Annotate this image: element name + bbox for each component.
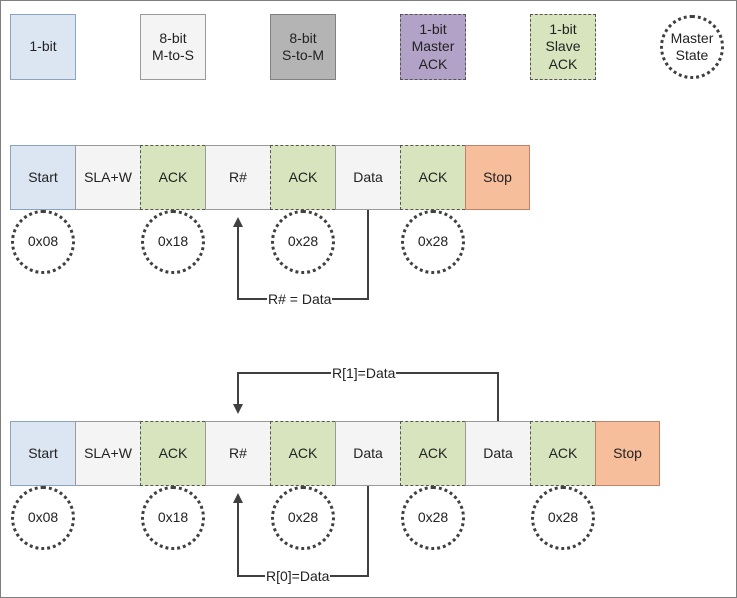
- seq1-stop: Stop: [465, 145, 530, 210]
- seq2-state-1: 0x18: [141, 486, 205, 550]
- seq1-state-0-label: 0x08: [27, 233, 59, 250]
- seq2-start: Start: [10, 421, 75, 486]
- legend-m2s-line2: M-to-S: [152, 47, 194, 63]
- seq1-register: R#: [205, 145, 270, 210]
- seq2-state-1-label: 0x18: [157, 509, 189, 526]
- seq2-stop-label: Stop: [613, 444, 642, 461]
- legend-m2s: 8-bit M-to-S: [140, 14, 206, 80]
- seq2-state-0: 0x08: [11, 486, 75, 550]
- seq2-data-1: Data: [335, 421, 400, 486]
- legend-s2m: 8-bit S-to-M: [270, 14, 336, 80]
- seq2-state-3-label: 0x28: [417, 509, 449, 526]
- seq2-ack-1-label: ACK: [158, 444, 188, 461]
- seq1-state-2: 0x28: [271, 210, 335, 274]
- seq2-sla-w: SLA+W: [75, 421, 140, 486]
- seq2-sla-w-label: SLA+W: [84, 444, 132, 461]
- legend-m2s-line1: 8-bit: [159, 29, 187, 46]
- seq1-ack-3-label: ACK: [418, 168, 448, 185]
- seq2-start-label: Start: [28, 444, 58, 461]
- legend-master-ack-line3: ACK: [418, 55, 448, 72]
- seq2-register-label: R#: [229, 444, 247, 461]
- seq2-data-2-label: Data: [483, 444, 513, 461]
- seq2-ack-3-label: ACK: [418, 444, 448, 461]
- seq1-sla-w: SLA+W: [75, 145, 140, 210]
- seq2-loop-top-label: R[1]=Data: [331, 365, 397, 381]
- legend-s2m-line2: S-to-M: [282, 47, 324, 63]
- seq2-loop-bottom-label: R[0]=Data: [265, 568, 331, 584]
- seq2-ack-1: ACK: [140, 421, 205, 486]
- legend-slave-ack-line1: 1-bit: [549, 20, 577, 37]
- legend-master-state-line2: State: [675, 47, 709, 63]
- seq2-state-4-label: 0x28: [547, 509, 579, 526]
- legend-master-state: Master State: [660, 15, 724, 79]
- seq1-data: Data: [335, 145, 400, 210]
- seq1-state-1: 0x18: [141, 210, 205, 274]
- seq2-state-3: 0x28: [401, 486, 465, 550]
- seq2-ack-3: ACK: [400, 421, 465, 486]
- seq1-state-3-label: 0x28: [417, 233, 449, 250]
- seq1-ack-1: ACK: [140, 145, 205, 210]
- seq1-state-2-label: 0x28: [287, 233, 319, 250]
- seq1-ack-2-label: ACK: [288, 168, 318, 185]
- legend-s2m-line1: 8-bit: [289, 29, 317, 46]
- legend-master-ack-line1: 1-bit: [419, 20, 447, 37]
- seq1-register-label: R#: [229, 168, 247, 185]
- seq2-stop: Stop: [595, 421, 660, 486]
- seq2-data-1-label: Data: [353, 444, 383, 461]
- seq1-start: Start: [10, 145, 75, 210]
- seq1-stop-label: Stop: [483, 168, 512, 185]
- seq1-loop-line: [233, 210, 369, 300]
- seq1-ack-1-label: ACK: [158, 168, 188, 185]
- seq1-state-1-label: 0x18: [157, 233, 189, 250]
- seq2-state-2-label: 0x28: [287, 509, 319, 526]
- seq1-sla-w-label: SLA+W: [84, 168, 132, 185]
- seq1-loop-label: R# = Data: [267, 291, 333, 307]
- seq1-start-label: Start: [28, 168, 58, 185]
- seq2-ack-2-label: ACK: [288, 444, 318, 461]
- seq2-ack-4-label: ACK: [548, 444, 578, 461]
- legend-slave-ack: 1-bit Slave ACK: [530, 14, 596, 80]
- seq2-state-2: 0x28: [271, 486, 335, 550]
- seq2-state-4: 0x28: [531, 486, 595, 550]
- legend-slave-ack-line2: Slave: [545, 38, 581, 55]
- seq2-data-2: Data: [465, 421, 530, 486]
- seq1-state-3: 0x28: [401, 210, 465, 274]
- legend-master-ack-line2: Master: [411, 38, 455, 55]
- seq2-loop-bottom-line: [233, 486, 369, 577]
- seq1-ack-2: ACK: [270, 145, 335, 210]
- seq1-data-label: Data: [353, 168, 383, 185]
- legend-master-state-line1: Master: [670, 29, 714, 46]
- legend-1bit-label: 1-bit: [29, 38, 57, 55]
- seq2-register: R#: [205, 421, 270, 486]
- seq2-ack-4: ACK: [530, 421, 595, 486]
- legend-master-ack: 1-bit Master ACK: [400, 14, 466, 80]
- seq2-ack-2: ACK: [270, 421, 335, 486]
- legend-slave-ack-line3: ACK: [548, 55, 578, 72]
- legend-1bit: 1-bit: [10, 14, 76, 80]
- seq1-ack-3: ACK: [400, 145, 465, 210]
- seq1-state-0: 0x08: [11, 210, 75, 274]
- seq2-state-0-label: 0x08: [27, 509, 59, 526]
